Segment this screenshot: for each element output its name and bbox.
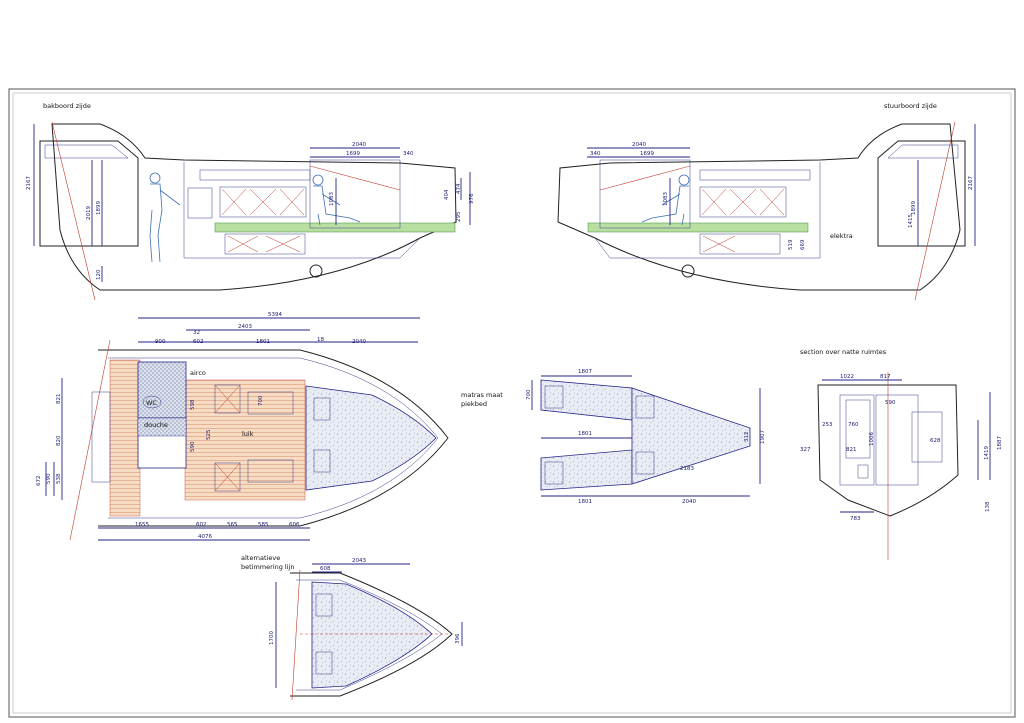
plan-dim-900: 900 [155, 339, 166, 345]
port-dim-340: 340 [403, 151, 414, 157]
mat-dim-312: 312 [744, 432, 750, 443]
mat-dim-2183: 2183 [680, 466, 694, 472]
plan-dim-606: 606 [289, 522, 300, 528]
sec-dim-1022: 1022 [840, 374, 854, 380]
label-wc: WC [146, 399, 157, 407]
sec-dim-628: 628 [930, 438, 941, 444]
stb-dim-519: 519 [788, 239, 794, 250]
port-dim-1083: 1083 [329, 192, 335, 206]
plan-dim-590b: 590 [190, 441, 196, 452]
stb-dim-340: 340 [590, 151, 601, 157]
plan-dim-590: 590 [46, 473, 52, 484]
plan-dim-525: 525 [206, 429, 212, 440]
title-port: bakboord zijde [43, 102, 91, 110]
port-dim-2019: 2019 [86, 206, 92, 220]
section-view: section over natte ruimtes 1022 817 590 … [800, 348, 1003, 560]
label-section: section over natte ruimtes [800, 348, 887, 356]
stb-dim-1699: 1699 [640, 151, 654, 157]
port-dim-2167: 2167 [26, 176, 32, 190]
alt-dim-1700: 1700 [269, 631, 275, 645]
port-dim-120: 120 [96, 269, 102, 280]
label-matras-1: matras maat [461, 391, 503, 399]
sec-dim-590: 590 [885, 400, 896, 406]
sec-dim-1419: 1419 [984, 446, 990, 460]
sec-dim-760: 760 [848, 422, 859, 428]
mat-dim-1807: 1807 [578, 369, 592, 375]
plan-dim-4076: 4076 [198, 534, 212, 540]
mat-dim-1907: 1907 [760, 430, 766, 444]
sec-dim-817: 817 [880, 374, 891, 380]
starboard-side-elevation: elektra 2040 340 1699 2167 1899 1083 141… [557, 121, 976, 301]
plan-dim-565: 565 [227, 522, 238, 528]
plan-dim-820: 820 [56, 435, 62, 446]
sheet-inner-border [12, 92, 1012, 714]
mat-dim-2040: 2040 [682, 499, 696, 505]
plan-dim-602: 602 [193, 339, 204, 345]
plan-dim-2040: 2040 [352, 339, 366, 345]
sec-dim-821: 821 [846, 447, 857, 453]
plan-dim-821: 821 [56, 394, 62, 405]
plan-dim-538: 538 [56, 473, 62, 484]
mattress-diagram: matras maat piekbed 1807 700 1801 1801 2… [461, 369, 766, 505]
mat-dim-700: 700 [526, 389, 532, 400]
label-alt-2: betimmering lijn [241, 563, 294, 571]
label-matras-2: piekbed [461, 400, 487, 408]
port-dim-295: 295 [456, 211, 462, 222]
stb-dim-2167: 2167 [968, 176, 974, 190]
sec-dim-253: 253 [822, 422, 833, 428]
label-luik: luik [242, 430, 254, 438]
port-dim-1699: 1699 [346, 151, 360, 157]
alt-dim-396: 396 [455, 633, 461, 644]
mat-dim-1801b: 1801 [578, 499, 592, 505]
stb-dim-2040: 2040 [632, 142, 646, 148]
label-elektra: elektra [830, 232, 853, 240]
sec-dim-327: 327 [800, 447, 811, 453]
sec-dim-1887: 1887 [997, 436, 1003, 450]
plan-dim-18: 18 [317, 337, 324, 343]
port-dim-2040: 2040 [352, 142, 366, 148]
plan-dim-32: 32 [193, 330, 200, 336]
stb-dim-1083: 1083 [663, 192, 669, 206]
plan-dim-585: 585 [258, 522, 269, 528]
plan-view: airco WC douche luik 5394 32 2403 900 [36, 312, 449, 541]
plan-dim-672: 672 [36, 476, 42, 487]
plan-dim-598: 598 [190, 399, 196, 410]
port-dim-404: 404 [444, 189, 450, 200]
plan-dim-602b: 602 [196, 522, 207, 528]
plan-dim-1655: 1655 [135, 522, 149, 528]
alt-dim-608: 608 [320, 566, 331, 572]
plan-dim-700: 700 [258, 395, 264, 406]
port-dim-1899: 1899 [96, 201, 102, 215]
label-airco: airco [190, 369, 206, 377]
plan-dim-1801: 1801 [256, 339, 270, 345]
stb-dim-669: 669 [800, 239, 806, 250]
alternative-plan: alternatieve betimmering lijn 2043 608 1… [241, 554, 463, 701]
sec-dim-138: 138 [985, 501, 991, 512]
plan-dim-5394: 5394 [268, 312, 282, 318]
plan-dim-2403: 2403 [238, 324, 252, 330]
label-alt-1: alternatieve [241, 554, 280, 562]
label-douche: douche [144, 421, 168, 429]
stb-dim-1899: 1899 [911, 201, 917, 215]
mat-dim-1801a: 1801 [578, 431, 592, 437]
alt-dim-2043: 2043 [352, 558, 366, 564]
port-dim-474: 474 [456, 183, 462, 194]
sec-dim-1006: 1006 [869, 432, 875, 446]
port-dim-976: 976 [469, 193, 475, 204]
sec-dim-783: 783 [850, 516, 861, 522]
title-starboard: stuurboord zijde [884, 102, 937, 110]
port-side-elevation: 2040 1699 340 2167 2019 1899 120 1083 47… [26, 121, 475, 301]
stb-dim-1415: 1415 [908, 214, 914, 228]
